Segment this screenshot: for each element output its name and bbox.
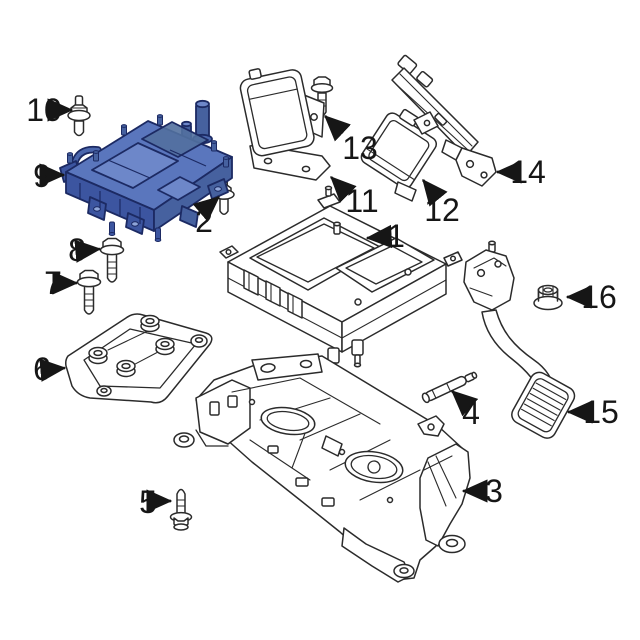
callout-13[interactable]: 13 (324, 115, 378, 166)
part-11-module-with-bracket[interactable] (237, 60, 331, 181)
part-6-shape (65, 313, 213, 404)
callout-6[interactable]: 6 (33, 351, 67, 387)
callout-1-label: 1 (387, 218, 405, 254)
callout-6-arrow (39, 358, 67, 382)
part-6-support-bracket[interactable] (65, 313, 213, 404)
part-10-shape (67, 95, 91, 137)
part-15-shape (463, 240, 576, 439)
part-7-flange-bolt[interactable] (76, 269, 102, 315)
part-6-bushings (88, 314, 175, 378)
part-12-control-module[interactable] (359, 103, 444, 202)
callout-2-arrow (192, 196, 220, 222)
callout-11-arrow (330, 176, 357, 203)
callout-13-label: 13 (342, 130, 378, 166)
part-5-shape (169, 488, 193, 531)
callout-9-label: 9 (33, 158, 51, 194)
part-14-shape (391, 54, 497, 187)
callout-9[interactable]: 9 (33, 158, 66, 194)
callout-7[interactable]: 7 (44, 265, 79, 301)
callout-13-arrow (324, 115, 351, 142)
callout-11[interactable]: 11 (330, 176, 379, 219)
callout-7-label: 7 (44, 265, 62, 301)
callout-8-label: 8 (68, 232, 86, 268)
callout-15-label: 15 (583, 394, 619, 430)
callout-11-label: 11 (345, 183, 378, 219)
part-3-details (209, 377, 471, 583)
callout-3[interactable]: 3 (461, 473, 503, 509)
callout-1[interactable]: 1 (365, 218, 405, 254)
callout-12[interactable]: 12 (421, 178, 460, 228)
callout-10[interactable]: 10 (26, 92, 74, 128)
part-3-shape (173, 353, 471, 583)
callout-6-label: 6 (33, 351, 51, 387)
callout-16-label: 16 (581, 279, 617, 315)
callout-5[interactable]: 5 (139, 484, 173, 520)
callout-1-arrow (365, 224, 393, 249)
part-5-mounting-bolt[interactable] (169, 488, 193, 531)
callout-2[interactable]: 2 (192, 196, 220, 239)
callout-15[interactable]: 15 (566, 394, 619, 430)
part-15-accelerator-pedal[interactable] (463, 240, 578, 441)
callout-16[interactable]: 16 (565, 279, 617, 315)
part-14-long-mounting-bracket[interactable] (391, 54, 497, 187)
part-10-mounting-stud[interactable] (67, 95, 91, 137)
part-16-flange-nut[interactable] (533, 284, 563, 311)
part-4-shape (421, 371, 478, 404)
callout-3-label: 3 (485, 473, 503, 509)
callout-8[interactable]: 8 (68, 232, 102, 268)
part-1-details (243, 221, 443, 376)
callout-14[interactable]: 14 (495, 154, 546, 190)
part-9-converter-module[interactable] (59, 99, 233, 242)
part-16-shape (533, 284, 563, 311)
callout-5-label: 5 (139, 484, 157, 520)
callout-2-label: 2 (195, 203, 213, 239)
callout-4-arrow (451, 390, 479, 417)
callout-12-label: 12 (424, 192, 460, 228)
callout-14-label: 14 (510, 154, 546, 190)
part-8-flange-bolt[interactable] (99, 237, 125, 283)
part-11-shape (239, 68, 331, 181)
callout-4-label: 4 (462, 395, 480, 431)
callout-10-label: 10 (26, 92, 62, 128)
part-9-shape (59, 99, 233, 242)
part-3-subframe-crossmember[interactable] (173, 353, 471, 583)
callout-4[interactable]: 4 (451, 390, 480, 431)
callout-12-arrow (421, 178, 448, 207)
callout-8-arrow (74, 239, 102, 263)
part-4-damper-rod[interactable] (421, 370, 478, 404)
part-7-shape (76, 269, 102, 315)
part-8-shape (99, 237, 125, 283)
part-12-shape (360, 108, 438, 202)
